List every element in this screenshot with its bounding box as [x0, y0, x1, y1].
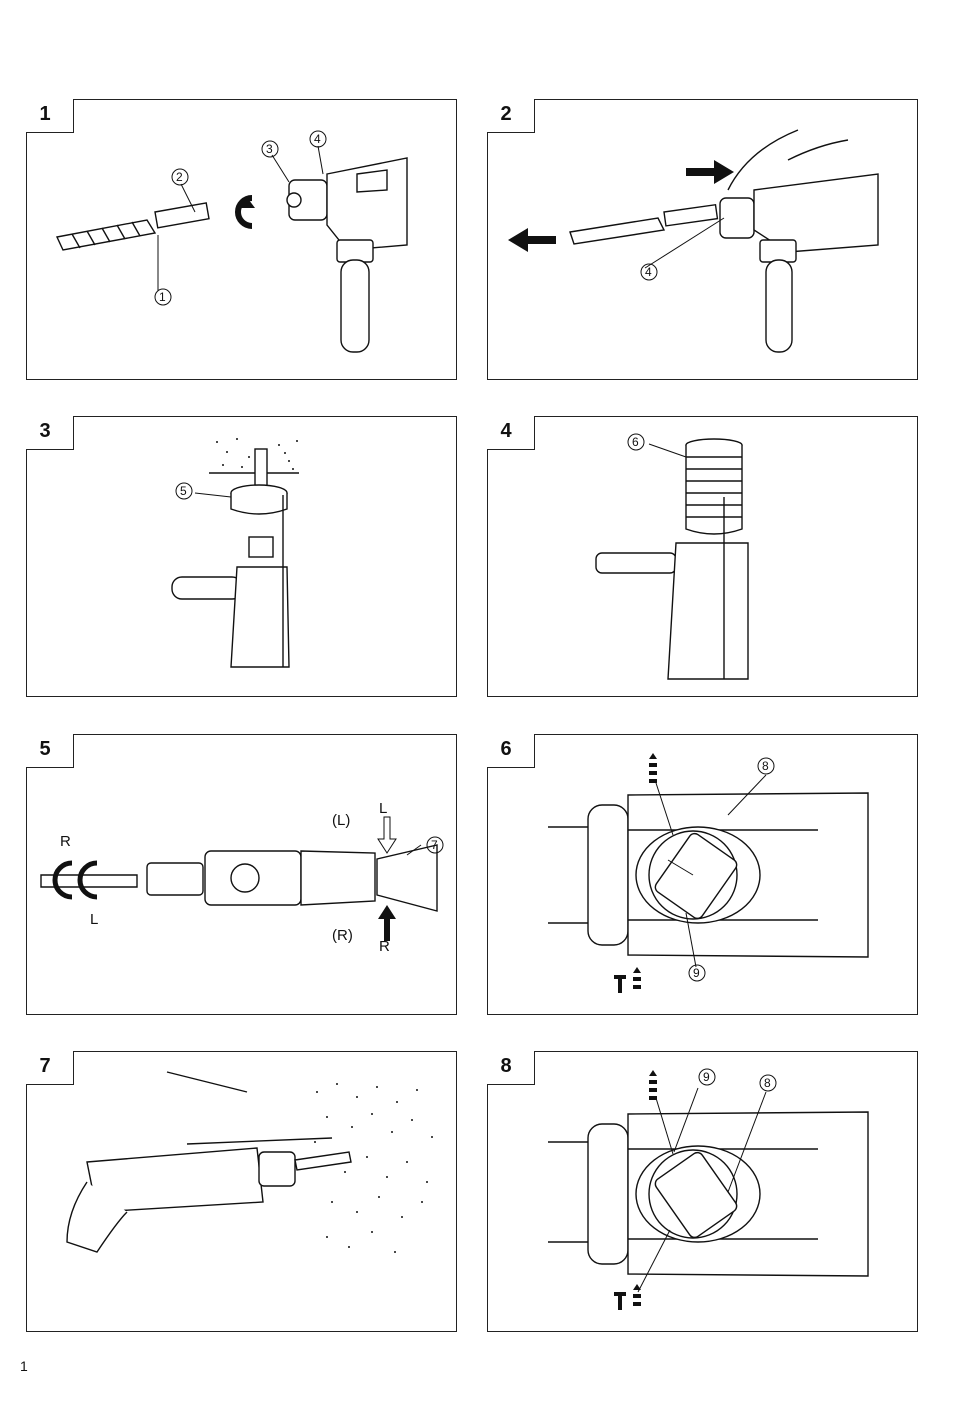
pull-arrow — [508, 228, 556, 252]
callout-8: 8 — [762, 759, 769, 773]
figure-panel-2: 2 4 — [487, 99, 918, 380]
hammer-drill-mode-icon — [649, 753, 657, 783]
figure-6-illustration: 8 9 — [488, 735, 919, 1016]
ceiling-surface — [209, 435, 299, 473]
figure-panel-7: 7 — [26, 1051, 457, 1332]
label-l-paren: (L) — [332, 812, 350, 829]
figure-2-illustration: 4 — [488, 100, 919, 381]
figure-4-illustration: 6 — [488, 417, 919, 698]
label-l-bottom: L — [90, 911, 98, 928]
callout-9: 9 — [703, 1070, 710, 1084]
label-r-paren: (R) — [332, 927, 353, 944]
label-l-arrow: L — [379, 800, 387, 817]
drill-body — [287, 158, 407, 352]
callout-7: 7 — [431, 838, 438, 852]
rotation-only-mode-icon — [614, 1284, 641, 1310]
figure-3-illustration: 5 — [27, 417, 458, 698]
callout-4: 4 — [314, 132, 321, 146]
figure-panel-6: 6 8 9 — [487, 734, 918, 1015]
callout-4: 4 — [645, 265, 652, 279]
figure-5-illustration: 7 R L (L) L (R) R — [27, 735, 458, 1016]
callout-1: 1 — [159, 290, 166, 304]
callout-8: 8 — [764, 1076, 771, 1090]
callout-6: 6 — [632, 435, 639, 449]
rotation-only-mode-icon — [614, 967, 641, 993]
push-arrow — [686, 160, 734, 184]
direction-arrow-up — [378, 905, 396, 941]
callout-2: 2 — [176, 170, 183, 184]
figure-1-illustration: 1 2 3 4 — [27, 100, 458, 381]
callout-9: 9 — [693, 966, 700, 980]
callout-3: 3 — [266, 142, 273, 156]
label-r-arrow: R — [379, 938, 390, 955]
label-r-top: R — [60, 833, 71, 850]
hammer-drill-mode-icon — [649, 1070, 657, 1100]
figure-panel-4: 4 6 — [487, 416, 918, 697]
figure-panel-3: 3 5 — [26, 416, 457, 697]
drill-bit — [57, 203, 209, 250]
page-number: 1 — [20, 1358, 28, 1374]
figure-7-illustration — [27, 1052, 458, 1333]
figure-panel-1: 1 1 2 3 4 — [26, 99, 457, 380]
figure-8-illustration: 9 8 — [488, 1052, 919, 1333]
callout-5: 5 — [180, 484, 187, 498]
direction-arrow-down — [378, 817, 396, 853]
figure-panel-5: 5 7 R L (L) L (R) R — [26, 734, 457, 1015]
figure-panel-8: 8 9 8 — [487, 1051, 918, 1332]
